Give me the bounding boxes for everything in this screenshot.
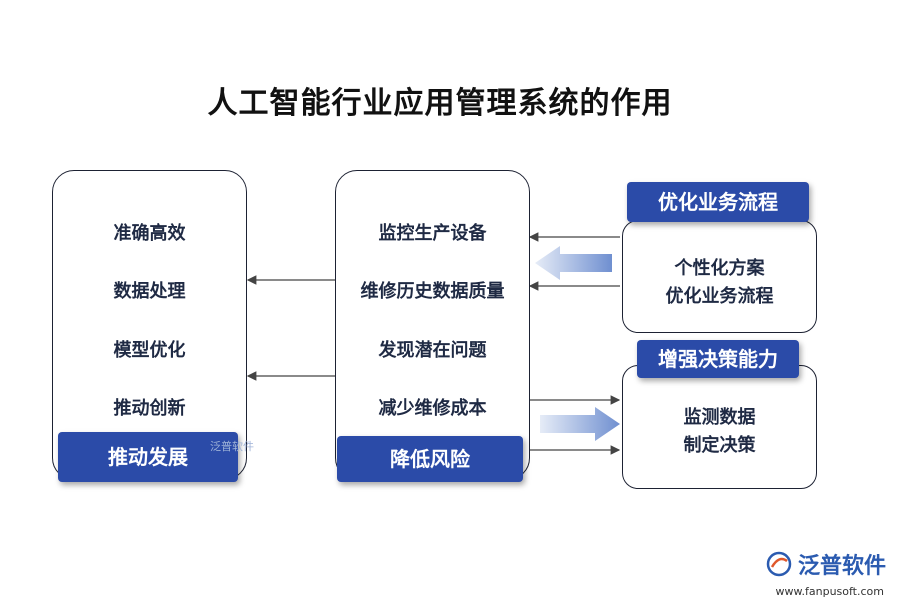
middle-panel-tag: 降低风险 <box>337 436 523 482</box>
watermark: 泛普软件 <box>210 440 254 453</box>
middle-item-4: 减少维修成本 <box>378 398 487 419</box>
middle-item-2: 维修历史数据质量 <box>360 281 505 302</box>
right-bottom-line-1: 监测数据 <box>683 407 756 428</box>
right-top-line-1: 个性化方案 <box>674 258 765 279</box>
right-top-box: 个性化方案 优化业务流程 <box>622 220 817 333</box>
left-item-3: 模型优化 <box>113 340 186 361</box>
left-item-1: 准确高效 <box>113 223 186 244</box>
right-bottom-tag: 增强决策能力 <box>637 340 799 378</box>
left-item-4: 推动创新 <box>113 398 186 419</box>
page-title: 人工智能行业应用管理系统的作用 <box>207 86 673 121</box>
middle-item-3: 发现潜在问题 <box>378 340 487 361</box>
left-panel: 准确高效 数据处理 模型优化 推动创新 <box>52 170 247 480</box>
middle-item-1: 监控生产设备 <box>378 223 487 244</box>
left-panel-tag: 推动发展 <box>58 432 238 482</box>
right-bottom-line-2: 制定决策 <box>683 435 756 456</box>
left-item-2: 数据处理 <box>113 281 186 302</box>
right-top-line-2: 优化业务流程 <box>665 286 774 307</box>
right-bottom-box: 监测数据 制定决策 <box>622 365 817 489</box>
middle-panel: 监控生产设备 维修历史数据质量 发现潜在问题 减少维修成本 <box>335 170 530 480</box>
brand-url[interactable]: www.fanpusoft.com <box>775 585 884 598</box>
big-right-arrow <box>540 407 620 441</box>
right-top-tag: 优化业务流程 <box>627 182 809 222</box>
big-left-arrow <box>535 246 612 280</box>
brand-name: 泛普软件 <box>797 554 886 579</box>
fanpu-logo-icon <box>766 551 792 577</box>
brand-logo: 泛普软件 <box>766 548 886 580</box>
